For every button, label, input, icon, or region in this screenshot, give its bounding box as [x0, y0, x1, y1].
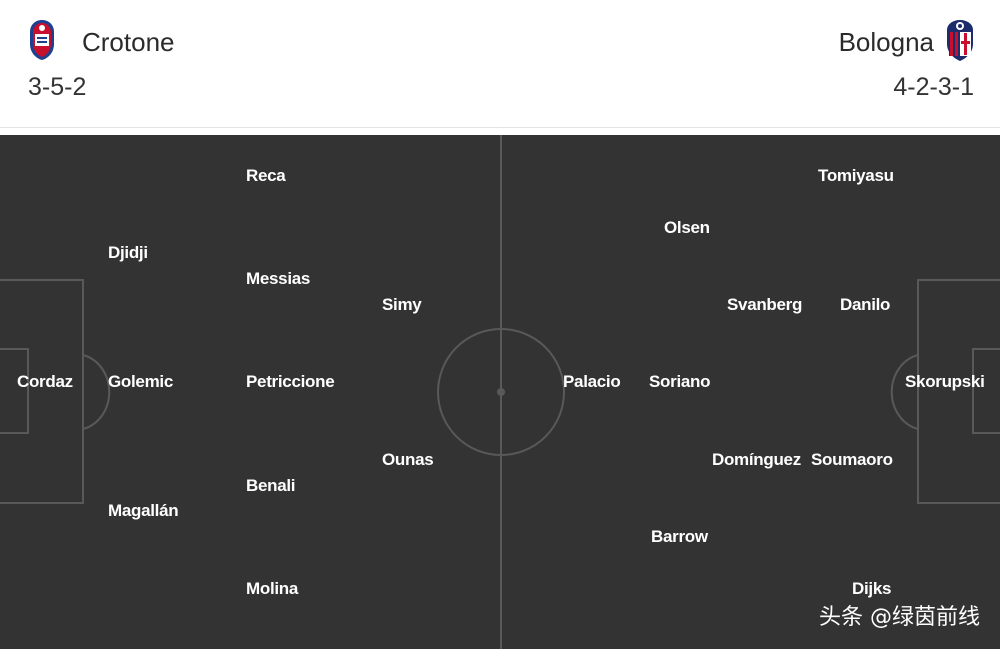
crotone-crest-icon — [30, 20, 54, 60]
home-team-name[interactable]: Crotone — [82, 27, 175, 57]
player-away-am-1[interactable]: Olsen — [664, 218, 710, 237]
player-home-fwd-2[interactable]: Ounas — [382, 450, 434, 469]
player-home-mid-5[interactable]: Molina — [246, 579, 299, 598]
player-away-def-1[interactable]: Tomiyasu — [818, 166, 894, 185]
player-home-gk[interactable]: Cordaz — [17, 372, 73, 391]
player-away-gk[interactable]: Skorupski — [905, 372, 985, 391]
pitch: Cordaz Djidji Golemic Magallán Reca Mess… — [0, 135, 1000, 649]
player-away-am-3[interactable]: Barrow — [651, 527, 708, 546]
player-home-mid-2[interactable]: Messias — [246, 269, 311, 288]
player-away-def-4[interactable]: Dijks — [852, 579, 892, 598]
player-home-mid-4[interactable]: Benali — [246, 476, 296, 495]
match-header: Crotone 3-5-2 Bologna 4-2-3-1 — [0, 0, 1000, 128]
player-away-fwd[interactable]: Palacio — [563, 372, 621, 391]
bologna-crest-icon — [947, 20, 973, 61]
player-away-mid-2[interactable]: Domínguez — [712, 450, 801, 469]
player-home-fwd-1[interactable]: Simy — [382, 295, 422, 314]
player-home-mid-1[interactable]: Reca — [246, 166, 286, 185]
watermark: 头条 @绿茵前线 — [819, 605, 980, 630]
player-away-mid-1[interactable]: Svanberg — [727, 295, 803, 314]
away-formation: 4-2-3-1 — [893, 73, 974, 101]
player-home-mid-3[interactable]: Petriccione — [246, 372, 335, 391]
player-away-def-2[interactable]: Danilo — [840, 295, 891, 314]
player-away-am-2[interactable]: Soriano — [649, 372, 711, 391]
player-away-def-3[interactable]: Soumaoro — [811, 450, 893, 469]
player-home-def-2[interactable]: Golemic — [108, 372, 173, 391]
pitch-markings — [0, 135, 1000, 649]
player-home-def-1[interactable]: Djidji — [108, 243, 148, 262]
home-formation: 3-5-2 — [28, 73, 87, 101]
player-home-def-3[interactable]: Magallán — [108, 501, 179, 520]
away-team-name[interactable]: Bologna — [838, 27, 934, 57]
